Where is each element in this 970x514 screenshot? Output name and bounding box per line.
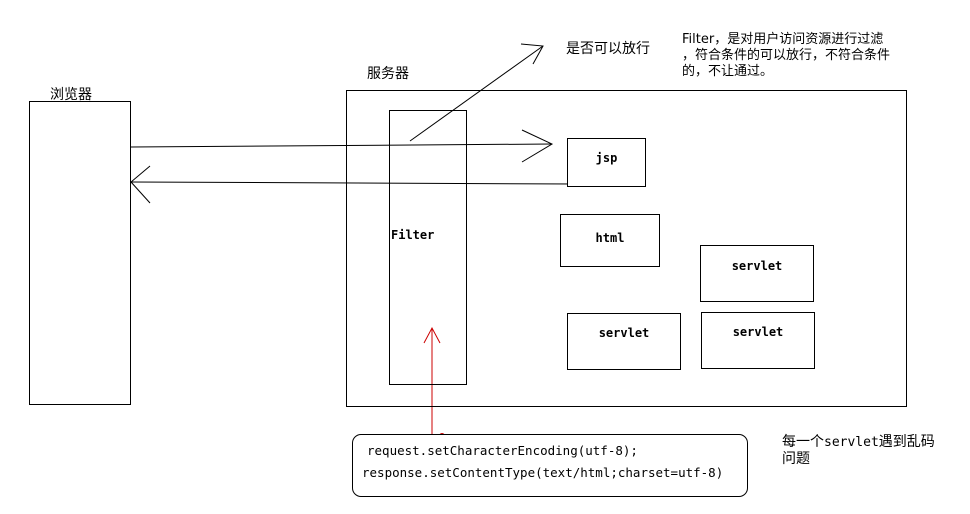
server-label: 服务器 — [367, 66, 409, 82]
garble-line-1-code: servlet — [824, 435, 879, 450]
pass-question-arrow-line — [409, 45, 544, 142]
pass-question-arrow-head — [520, 43, 544, 65]
garble-line-2: 问题 — [782, 451, 810, 467]
code-line-1: request.setCharacterEncoding(utf-8); — [367, 443, 638, 458]
servlet-label-bottom-right: servlet — [732, 325, 784, 339]
servlet-box-top-right: servlet — [700, 245, 814, 302]
pass-question-text: 是否可以放行 — [566, 41, 650, 57]
jsp-label: jsp — [595, 151, 618, 165]
servlet-label-top-right: servlet — [731, 259, 783, 273]
response-arrow-head — [130, 165, 151, 204]
html-label: html — [595, 231, 625, 245]
request-arrow-line — [130, 143, 553, 148]
browser-box — [29, 101, 131, 405]
html-box: html — [560, 214, 660, 267]
garble-line-1-prefix: 每一个 — [782, 434, 824, 450]
garble-line-1-suffix: 遇到乱码 — [878, 434, 935, 450]
request-arrow-head — [521, 129, 554, 163]
servlet-label-bottom-left: servlet — [598, 326, 650, 340]
code-line-2: response.setContentType(text/html;charse… — [362, 465, 724, 480]
servlet-box-bottom-right: servlet — [701, 312, 815, 369]
response-arrow-line — [130, 181, 578, 185]
encoding-arrow-head — [423, 326, 441, 344]
browser-label: 浏览器 — [50, 87, 92, 103]
garble-line-1: 每一个servlet遇到乱码 — [782, 434, 935, 451]
garble-note: 每一个servlet遇到乱码 问题 — [782, 434, 935, 468]
filter-description: Filter，是对用户访问资源进行过滤 ，符合条件的可以放行，不符合条件 的，不… — [682, 32, 890, 80]
servlet-box-bottom-left: servlet — [567, 313, 681, 370]
filter-box: Filter — [389, 110, 467, 385]
filter-desc-line-2: ，符合条件的可以放行，不符合条件 — [682, 48, 891, 63]
filter-desc-line-1: Filter，是对用户访问资源进行过滤 — [682, 32, 884, 47]
encoding-code-box: request.setCharacterEncoding(utf-8); res… — [352, 434, 748, 497]
filter-label: Filter — [391, 228, 435, 242]
jsp-box: jsp — [567, 138, 646, 187]
server-box — [346, 90, 907, 407]
filter-desc-line-3: 的，不让通过。 — [682, 64, 774, 79]
